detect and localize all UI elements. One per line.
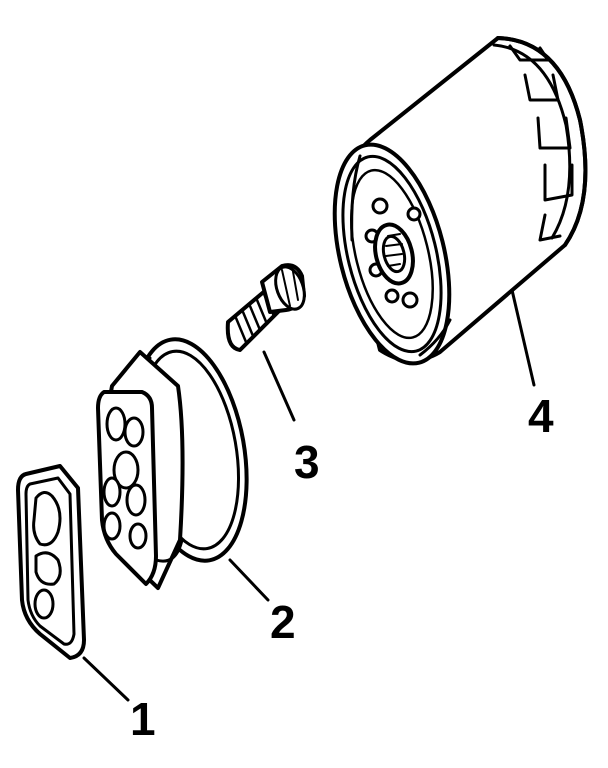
leader-lines: [82, 288, 536, 702]
filter-adapter: [96, 337, 249, 590]
oil-filter-canister: [332, 36, 588, 366]
callout-3: 3: [294, 436, 320, 488]
connector-bolt: [225, 263, 306, 352]
callout-2: 2: [270, 596, 296, 648]
gasket-cutouts: [32, 491, 62, 620]
adapter-passage-holes: [102, 406, 148, 550]
callout-1: 1: [130, 693, 156, 745]
gasket: [16, 464, 86, 660]
callout-4: 4: [528, 390, 554, 442]
filter-grip-ribs: [508, 44, 574, 242]
